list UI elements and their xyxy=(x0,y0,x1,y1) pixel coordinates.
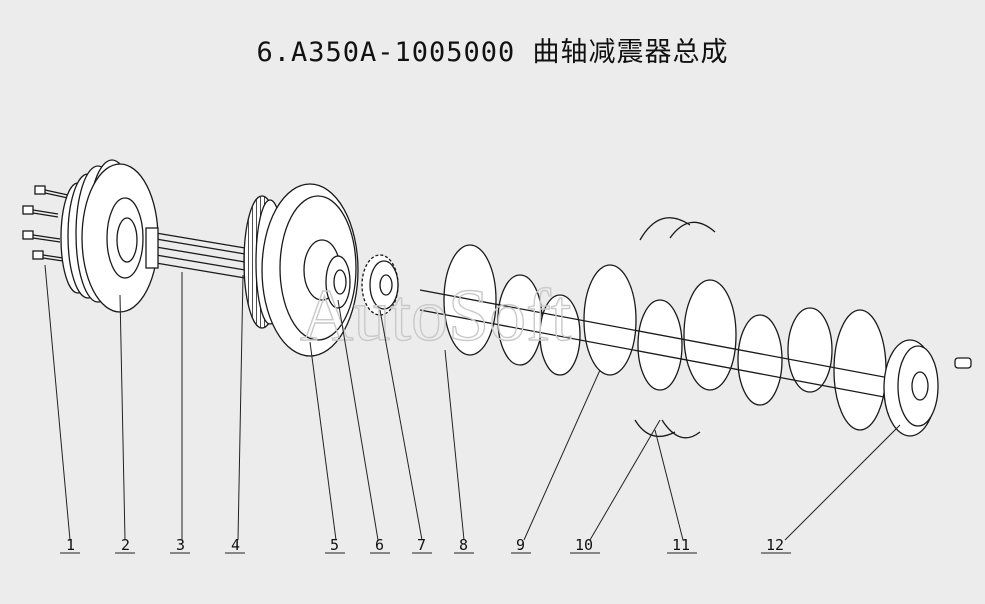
diagram-title: 6.A350A-1005000 曲轴减震器总成 xyxy=(256,37,729,68)
flywheel-flange xyxy=(883,339,939,437)
callout-8: 8 xyxy=(459,536,468,554)
callout-7: 7 xyxy=(417,536,426,554)
callout-2: 2 xyxy=(121,536,130,554)
long-bolt-set xyxy=(145,227,246,279)
hub xyxy=(325,255,351,309)
callout-6: 6 xyxy=(375,536,384,554)
callout-labels: 1 2 3 4 5 6 7 8 9 10 11 12 xyxy=(66,536,784,554)
callout-11: 11 xyxy=(672,536,690,554)
callout-12: 12 xyxy=(766,536,784,554)
bolt-set xyxy=(22,185,69,262)
callout-1: 1 xyxy=(66,536,75,554)
callout-9: 9 xyxy=(516,536,525,554)
dowel-pin xyxy=(954,357,972,369)
callout-4: 4 xyxy=(231,536,240,554)
thrust-washer-upper xyxy=(639,217,716,241)
callout-3: 3 xyxy=(176,536,185,554)
leader-lines xyxy=(44,264,901,541)
callout-10: 10 xyxy=(575,536,593,554)
crankshaft-pulley xyxy=(60,159,159,313)
timing-gear xyxy=(361,254,399,316)
callout-5: 5 xyxy=(330,536,339,554)
thrust-washer-lower xyxy=(634,419,701,439)
crankshaft xyxy=(419,244,901,431)
